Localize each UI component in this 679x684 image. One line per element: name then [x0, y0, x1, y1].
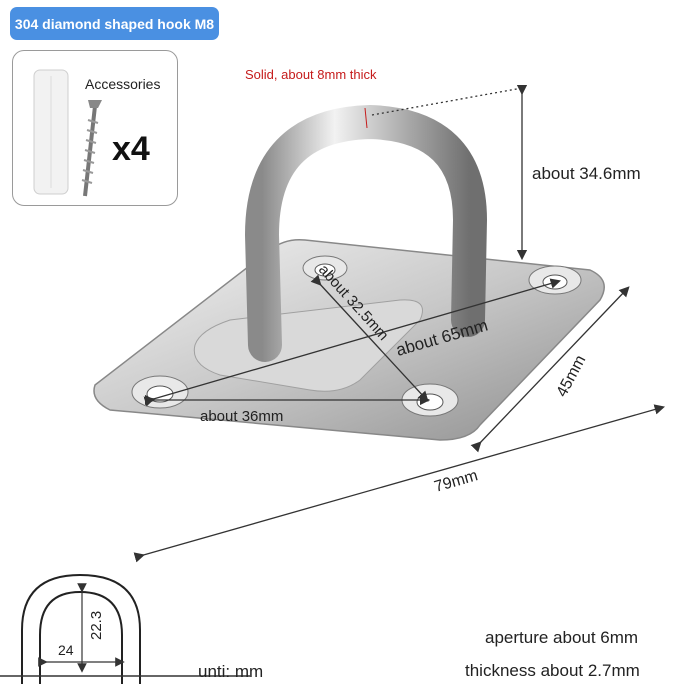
- hook-profile-diagram: [0, 573, 250, 684]
- hole-spacing-36-label: about 36mm: [200, 408, 284, 425]
- accessories-label: Accessories: [85, 76, 161, 92]
- aperture-label: aperture about 6mm: [485, 628, 639, 647]
- wall-plug-icon: [33, 69, 69, 195]
- dimension-lines: [133, 84, 666, 563]
- product-title: 304 diamond shaped hook M8: [14, 15, 215, 32]
- height-label: about 34.6mm: [532, 164, 641, 183]
- accessories-count: x4: [112, 130, 150, 168]
- solid-thickness-note: Solid, about 8mm thick: [245, 67, 377, 82]
- product-title-badge: 304 diamond shaped hook M8: [10, 7, 219, 40]
- diamond-base-plate: [93, 238, 605, 441]
- screw-icon: [81, 100, 102, 197]
- profile-width-label: 24: [58, 642, 74, 658]
- thickness-label: thickness about 2.7mm: [465, 661, 640, 680]
- length-79-label: 79mm: [432, 467, 479, 496]
- profile-height-label: 22.3: [88, 611, 105, 640]
- hook-loop: [244, 104, 488, 362]
- unit-label: unti: mm: [198, 662, 264, 681]
